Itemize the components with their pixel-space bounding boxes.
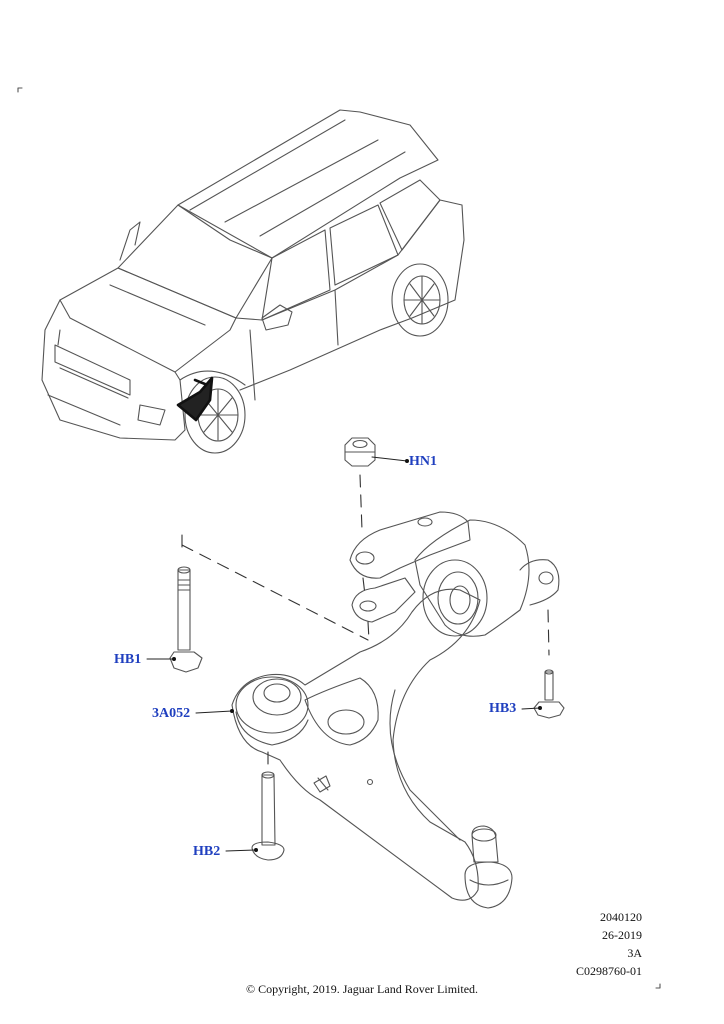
callout-3a052[interactable]: 3A052 (152, 706, 191, 721)
bolt-hb3 (533, 669, 565, 719)
callout-hb3[interactable]: HB3 (489, 701, 517, 716)
leader-dots (172, 459, 542, 852)
bolt-hb1 (169, 566, 203, 673)
info-line-2: 26-2019 (602, 928, 642, 942)
vehicle-control-arm-highlight (176, 376, 214, 422)
leader-lines (146, 456, 541, 852)
control-arm (231, 511, 560, 909)
info-line-3: 3A (627, 946, 642, 960)
copyright-notice: © Copyright, 2019. Jaguar Land Rover Lim… (245, 982, 479, 996)
callout-hb2[interactable]: HB2 (193, 844, 221, 859)
assembly-lines (181, 474, 550, 771)
info-line-4: C0298760-01 (576, 964, 642, 978)
bolt-hb2 (251, 771, 285, 861)
callout-hn1[interactable]: HN1 (409, 454, 437, 469)
info-line-1: 2040120 (600, 910, 642, 924)
crop-mark-top-left (17, 87, 23, 93)
vehicle-outline (41, 109, 465, 454)
crop-mark-bottom-right (655, 983, 661, 989)
callout-hb1[interactable]: HB1 (114, 652, 142, 667)
nut-hn1 (344, 437, 376, 467)
